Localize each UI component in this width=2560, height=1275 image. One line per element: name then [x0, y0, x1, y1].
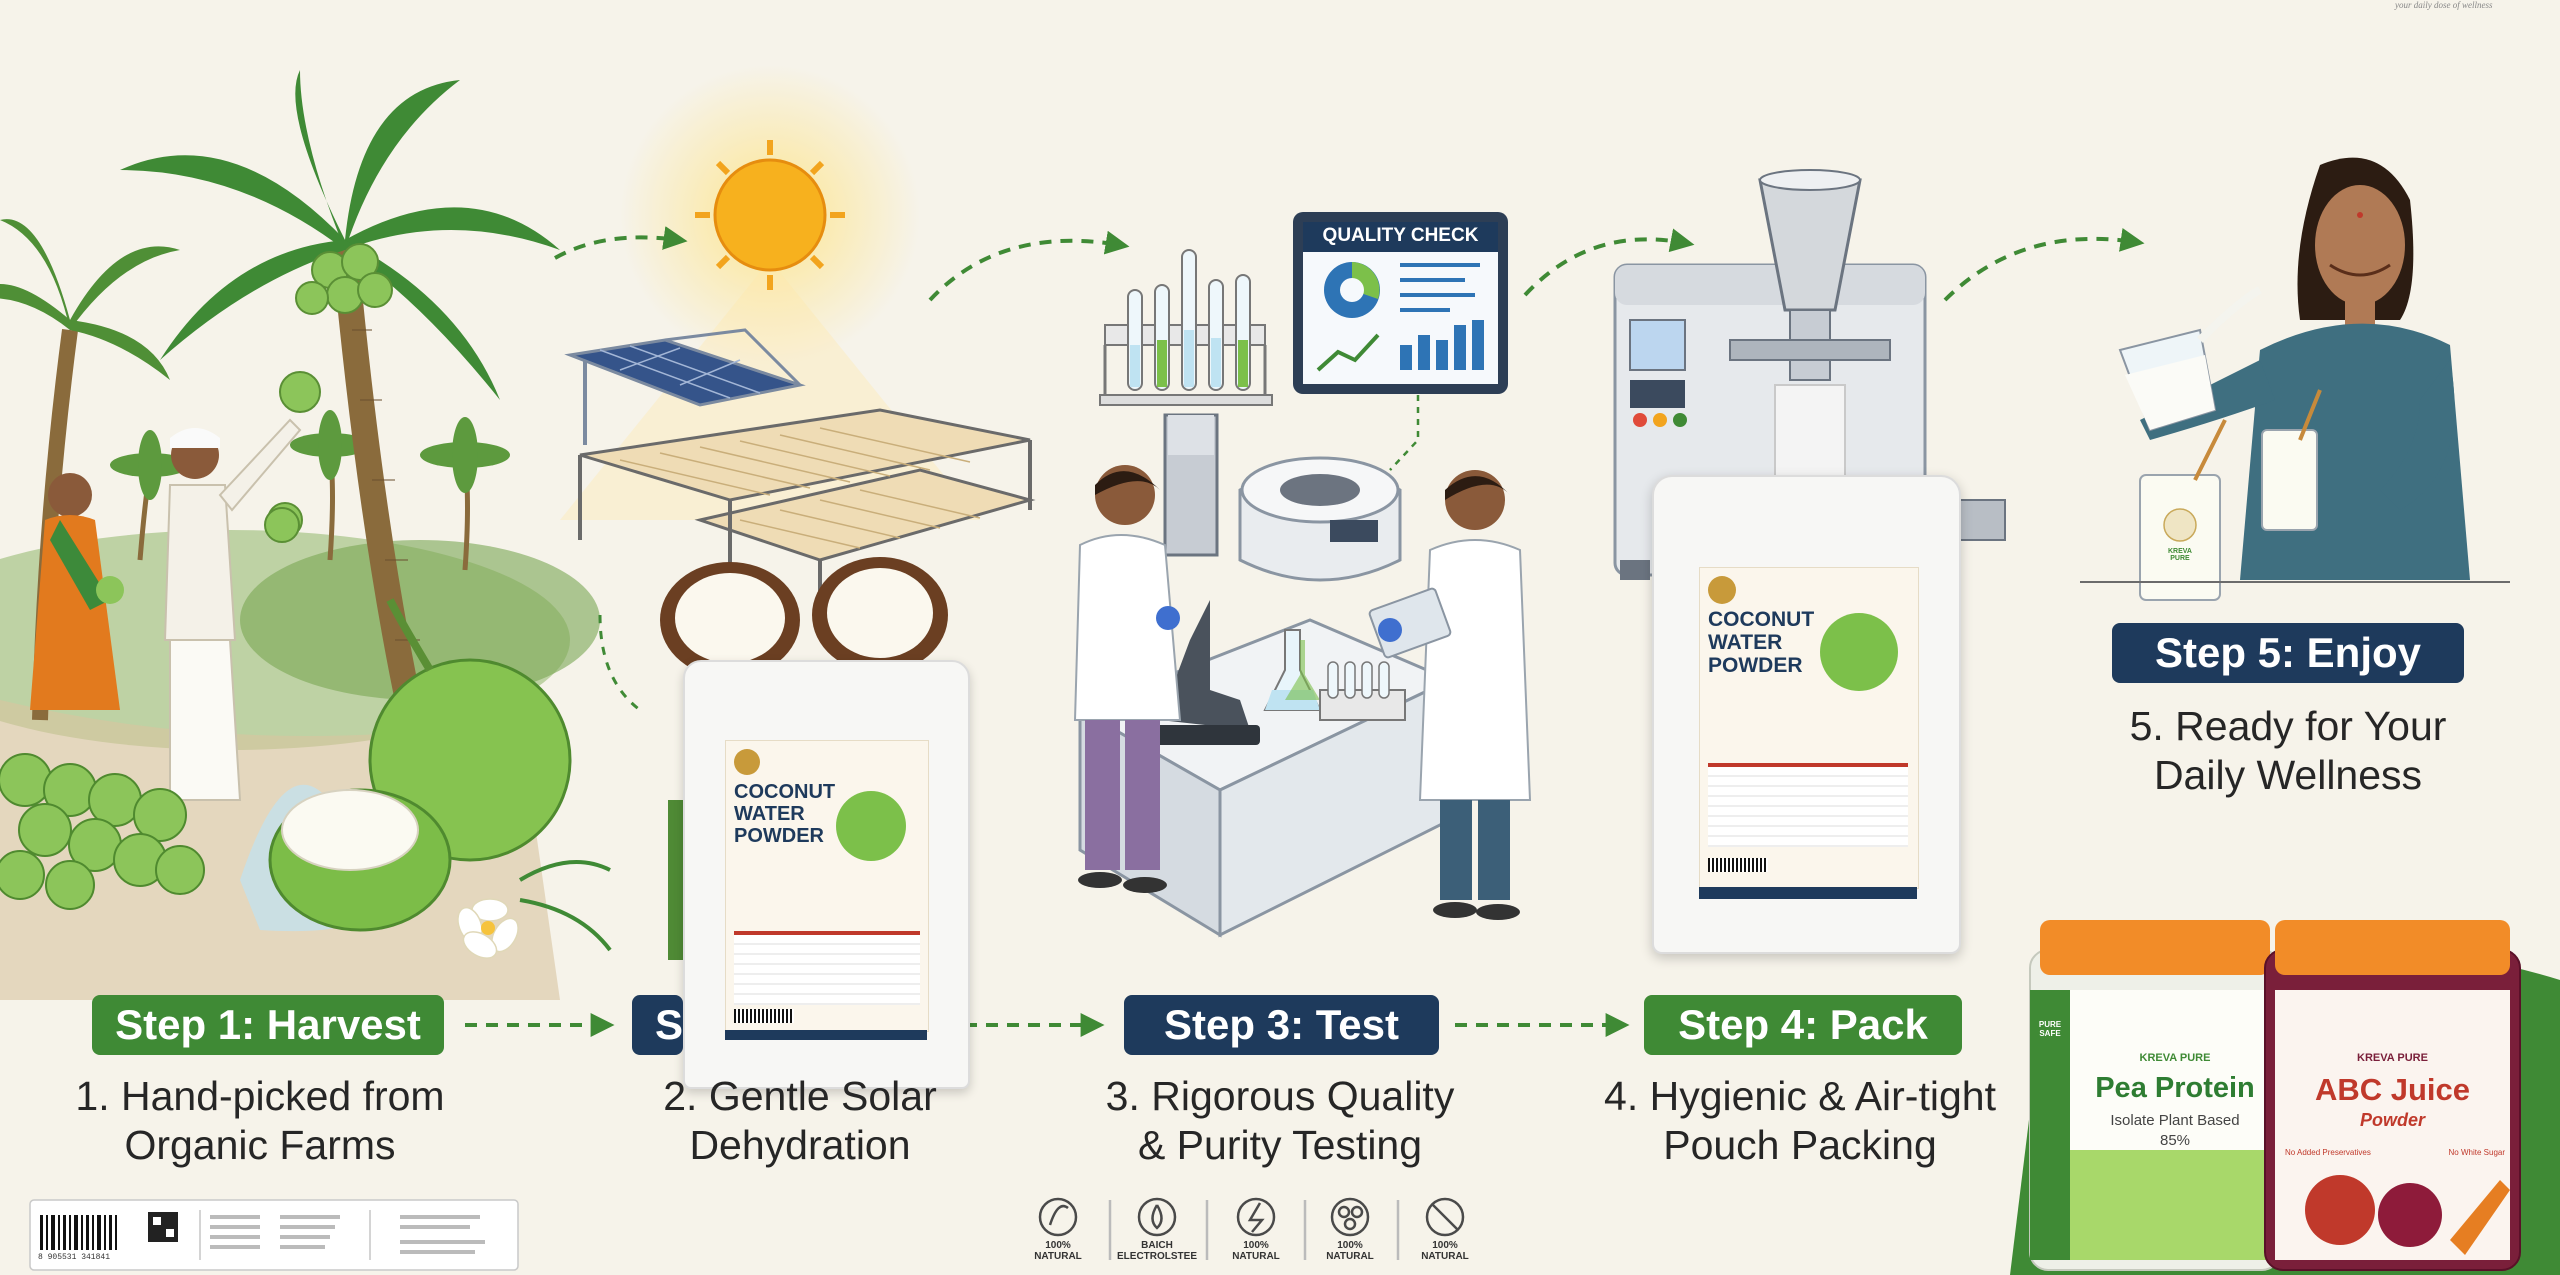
jar2-name: ABC Juice: [2314, 1072, 2471, 1107]
step1-caption-line1: 1. Hand-picked from: [75, 1073, 445, 1119]
feature-label-2: BAICH ELECTROLSTEE: [1117, 1240, 1198, 1262]
info-strip: [29, 1199, 519, 1271]
barcode-number: 8 905531 341841: [38, 1253, 111, 1262]
step4-caption-line2: Pouch Packing: [1663, 1122, 1937, 1168]
product-jars: [2010, 920, 2560, 1275]
feature-label-5: 100% NATURAL: [1421, 1240, 1469, 1262]
feature-icons: [1038, 1197, 1465, 1260]
pouch-coconut-icon: [836, 791, 906, 861]
jar2-note2: No White Sugar: [2448, 1148, 2505, 1157]
pouch-barcode: [734, 1009, 794, 1023]
pouch-coconut-icon: [1820, 613, 1898, 691]
quality-check-title: QUALITY CHECK: [1322, 225, 1479, 246]
step5-caption: 5. Ready for Your Daily Wellness: [2098, 702, 2478, 800]
step4-caption-line1: 4. Hygienic & Air-tight: [1604, 1073, 1996, 1119]
step4-caption: 4. Hygienic & Air-tight Pouch Packing: [1570, 1072, 2030, 1170]
step3-caption-line1: 3. Rigorous Quality: [1105, 1073, 1455, 1119]
pouch-title-line2: WATER: [1708, 631, 1783, 654]
pouch-title-line2: WATER: [734, 803, 805, 825]
jar1-pct: 85%: [2159, 1132, 2191, 1149]
pouch-step2: COCONUT WATER POWDER: [683, 660, 970, 1089]
lab-scene: [1073, 212, 1532, 938]
feature-label-1: 100% NATURAL: [1034, 1240, 1082, 1262]
corner-note: your daily dose of wellness: [2395, 0, 2493, 10]
jar1-name: Pea Protein: [2095, 1072, 2255, 1104]
pouch-brand-icon: [734, 749, 760, 775]
step3-caption-line2: & Purity Testing: [1137, 1122, 1423, 1168]
step5-caption-line1: 5. Ready for Your: [2129, 703, 2447, 749]
pouch-nutrition-table: [1708, 763, 1908, 847]
glass-label: KREVA PURE: [2168, 548, 2192, 562]
harvest-scene: [0, 70, 612, 1000]
step2-caption-line1: 2. Gentle Solar: [663, 1073, 937, 1119]
pouch-step4: COCONUT WATER POWDER: [1652, 475, 1961, 954]
pouch-title-line3: POWDER: [1708, 654, 1803, 677]
step1-caption-line2: Organic Farms: [124, 1122, 396, 1168]
feature-label-4: 100% NATURAL: [1326, 1240, 1374, 1262]
jar1-side-label: PURE SAFE: [2038, 1020, 2062, 1038]
step5-caption-line2: Daily Wellness: [2153, 752, 2423, 798]
pouch-nutrition-table: [734, 931, 920, 1005]
pouch-title-line1: COCONUT: [1708, 608, 1815, 631]
step1-caption: 1. Hand-picked from Organic Farms: [40, 1072, 480, 1170]
pouch-barcode: [1708, 858, 1768, 872]
jar1-brand: KREVA PURE: [2139, 1052, 2211, 1064]
pouch-title-line1: COCONUT: [734, 781, 836, 803]
step5-badge: Step 5: Enjoy: [2112, 623, 2464, 683]
step2-badge: S: [632, 995, 683, 1055]
feature-label-3: 100% NATURAL: [1232, 1240, 1280, 1262]
enjoy-scene: [2080, 157, 2510, 601]
step4-badge: Step 4: Pack: [1644, 995, 1962, 1055]
step2-caption-line2: Dehydration: [689, 1122, 911, 1168]
step3-caption: 3. Rigorous Quality & Purity Testing: [1080, 1072, 1480, 1170]
pouch-brand-icon: [1708, 576, 1736, 604]
flow-arrows: [465, 226, 2145, 1037]
jar2-brand: KREVA PURE: [2357, 1052, 2428, 1064]
pouch-title-line3: POWDER: [734, 825, 824, 847]
step1-badge: Step 1: Harvest: [92, 995, 444, 1055]
jar2-note1: No Added Preservatives: [2285, 1148, 2371, 1157]
step2-caption: 2. Gentle Solar Dehydration: [620, 1072, 980, 1170]
step3-badge: Step 3: Test: [1124, 995, 1439, 1055]
jar1-sub: Isolate Plant Based: [2110, 1112, 2240, 1129]
jar2-sub: Powder: [2359, 1110, 2425, 1130]
